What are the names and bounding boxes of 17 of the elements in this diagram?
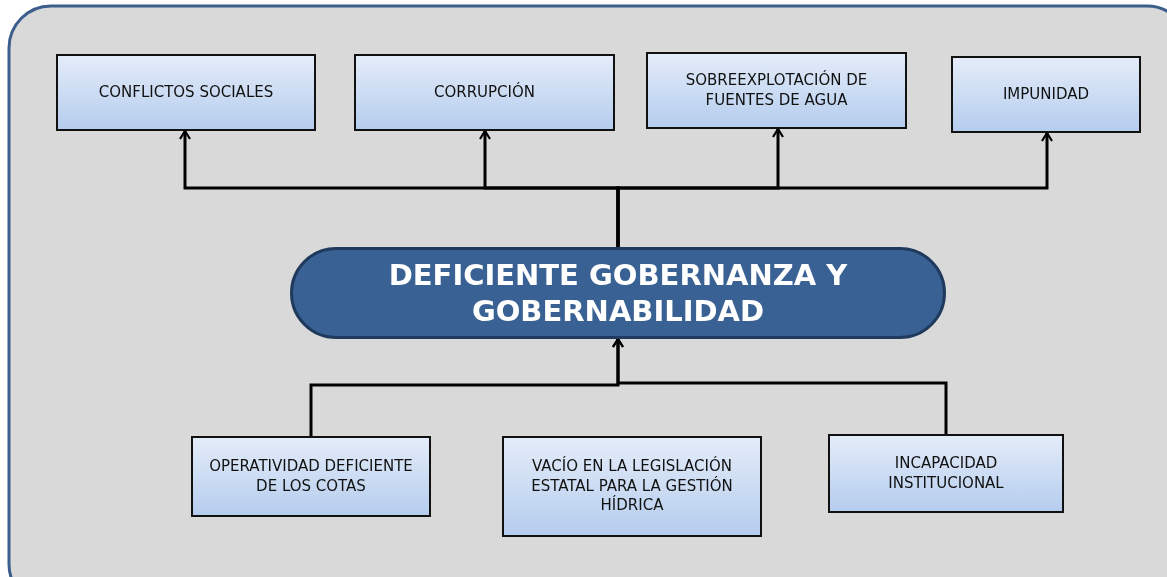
box-label: INCAPACIDAD INSTITUCIONAL	[887, 454, 1005, 493]
effect-box	[646, 52, 907, 129]
box-label: DEFICIENTE GOBERNANZA Y GOBERNABILIDAD	[387, 256, 849, 330]
box-label: OPERATIVIDAD DEFICIENTE DE LOS COTAS	[208, 457, 414, 496]
box-label: CORRUPCIÓN	[433, 82, 536, 103]
box-label: SOBREEXPLOTACIÓN DE FUENTES DE AGUA	[684, 71, 869, 110]
effect-box	[354, 54, 615, 131]
box-label: IMPUNIDAD	[1002, 84, 1090, 105]
cause-box	[828, 434, 1064, 513]
cause-box	[502, 436, 762, 537]
effect-box	[56, 54, 316, 131]
box-label: VACÍO EN LA LEGISLACIÓN ESTATAL PARA LA GESTIÓN HÍDRICA	[530, 457, 734, 516]
arrow	[611, 337, 948, 434]
arrow	[616, 131, 1054, 247]
effect-box	[951, 56, 1141, 133]
box-label: CONFLICTOS SOCIALES	[98, 82, 274, 103]
cause-box	[191, 436, 431, 517]
